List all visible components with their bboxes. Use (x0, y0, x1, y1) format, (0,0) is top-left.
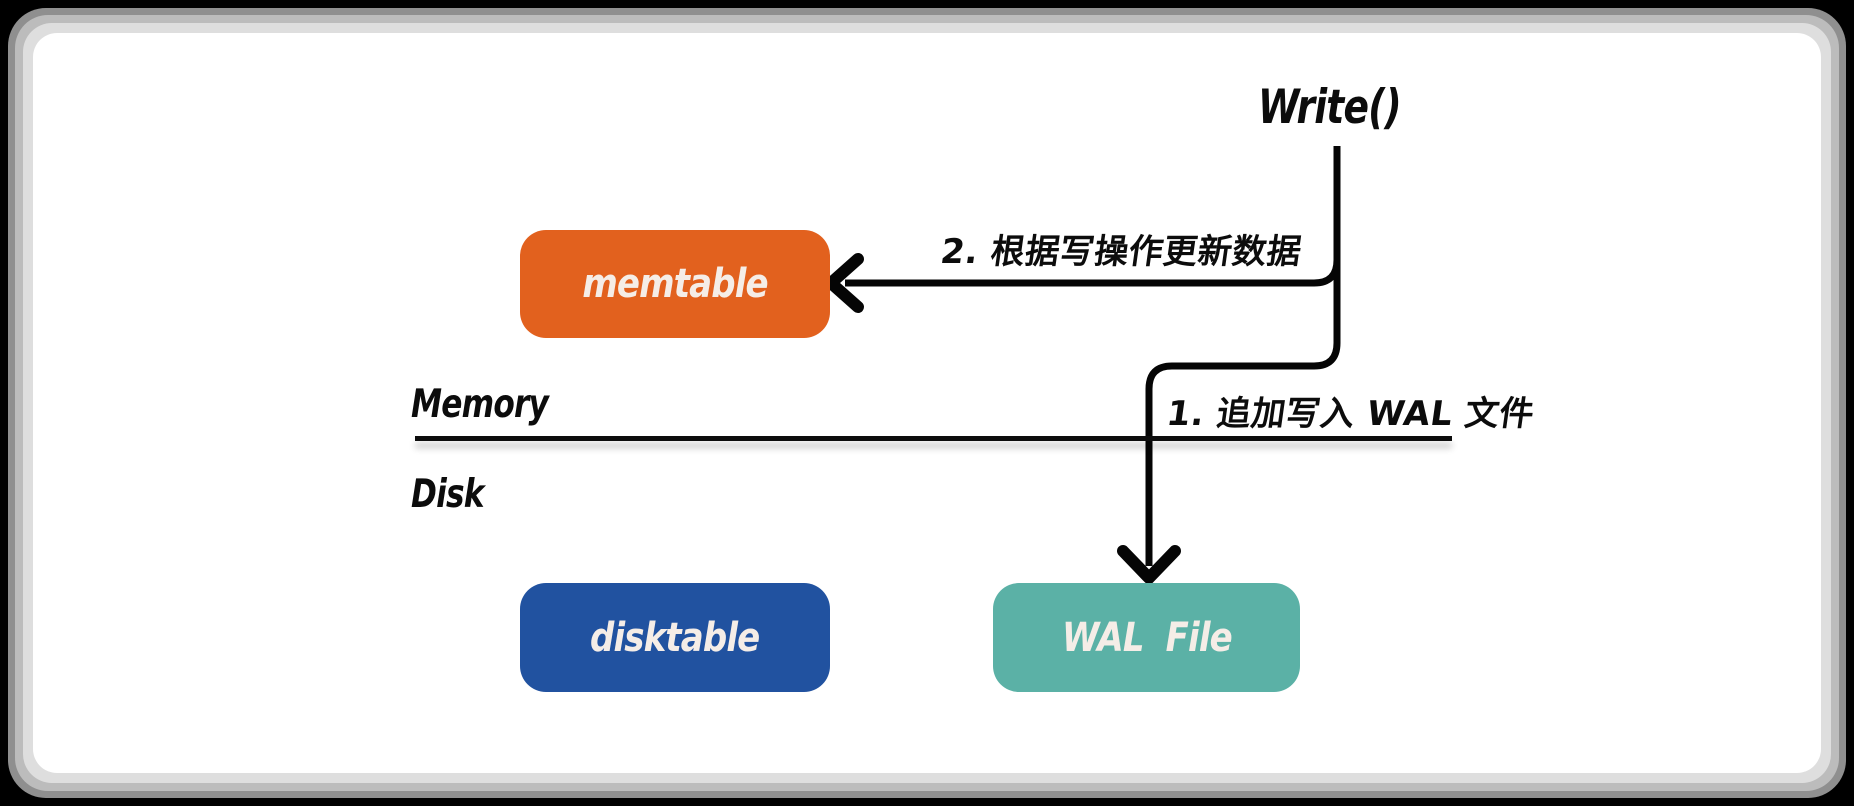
edge-label-step1: 1. 追加写入 WAL 文件 (1164, 394, 1537, 434)
memory-disk-divider (415, 436, 1452, 441)
memtable-label: memtable (582, 261, 768, 307)
write-call-text: Write() (1258, 80, 1402, 135)
node-memtable: memtable (520, 230, 830, 338)
write-call-label: Write() (1258, 80, 1437, 135)
disk-zone-text: Disk (411, 472, 485, 517)
node-disktable: disktable (520, 583, 830, 692)
edge-label-step2: 2. 根据写操作更新数据 (938, 232, 1305, 272)
slide-card (33, 33, 1821, 773)
wal-file-label: WAL File (1061, 614, 1233, 661)
disktable-label: disktable (590, 614, 760, 661)
disk-zone-label: Disk (411, 472, 502, 517)
memory-zone-label: Memory (411, 382, 582, 427)
node-wal-file: WAL File (993, 583, 1300, 692)
memory-zone-text: Memory (411, 382, 549, 427)
